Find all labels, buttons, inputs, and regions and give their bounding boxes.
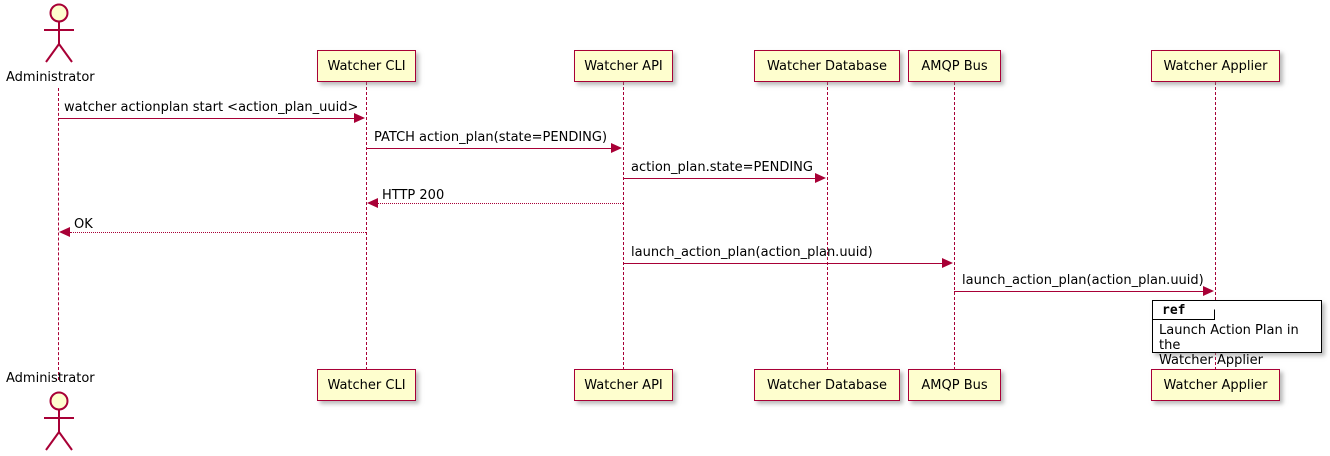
lifeline-watcher-cli <box>366 82 367 370</box>
message-line-4 <box>378 203 623 204</box>
participant-watcher-cli-top[interactable]: Watcher CLI <box>317 50 416 82</box>
actor-administrator-top <box>36 2 82 64</box>
actor-administrator-bottom <box>36 390 82 452</box>
participant-watcher-database-bottom[interactable]: Watcher Database <box>754 369 900 401</box>
participant-watcher-applier-top[interactable]: Watcher Applier <box>1151 50 1280 82</box>
ref-fragment-tab-label: ref <box>1162 303 1186 318</box>
ref-fragment-tab: ref <box>1153 301 1215 320</box>
lifeline-watcher-applier <box>1215 82 1216 370</box>
actor-stick-figure-icon <box>44 3 74 63</box>
participant-amqp-bus-bottom[interactable]: AMQP Bus <box>908 369 1001 401</box>
arrow-head-right-icon <box>942 258 953 268</box>
lifeline-amqp-bus <box>954 82 955 370</box>
message-line-7 <box>954 291 1203 292</box>
actor-label-administrator-top: Administrator <box>6 70 95 85</box>
message-line-1 <box>58 118 354 119</box>
actor-stick-figure-icon <box>44 391 74 451</box>
arrow-head-right-icon <box>815 173 826 183</box>
arrow-head-left-icon <box>59 227 70 237</box>
message-label-4: HTTP 200 <box>382 188 445 203</box>
message-label-3: action_plan.state=PENDING <box>631 160 813 175</box>
arrow-head-right-icon <box>611 143 622 153</box>
message-label-1: watcher actionplan start <action_plan_uu… <box>64 100 359 115</box>
actor-label-administrator-bottom: Administrator <box>6 371 95 386</box>
message-line-5 <box>70 232 366 233</box>
lifeline-watcher-api <box>623 82 624 370</box>
ref-fragment: ref Launch Action Plan in the Watcher Ap… <box>1152 300 1322 368</box>
message-label-2: PATCH action_plan(state=PENDING) <box>374 130 608 145</box>
lifeline-watcher-database <box>827 82 828 370</box>
participant-watcher-database-top[interactable]: Watcher Database <box>754 50 900 82</box>
ref-fragment-body-line-1: Launch Action Plan in the <box>1159 323 1299 353</box>
message-label-6: launch_action_plan(action_plan.uuid) <box>631 245 873 260</box>
arrow-head-right-icon <box>1203 286 1214 296</box>
arrow-head-left-icon <box>367 198 378 208</box>
participant-amqp-bus-top[interactable]: AMQP Bus <box>908 50 1001 82</box>
message-label-5: OK <box>74 217 93 232</box>
message-line-3 <box>623 178 815 179</box>
message-line-2 <box>366 148 611 149</box>
participant-watcher-api-bottom[interactable]: Watcher API <box>574 369 673 401</box>
participant-watcher-cli-bottom[interactable]: Watcher CLI <box>317 369 416 401</box>
lifeline-administrator <box>58 88 59 380</box>
ref-fragment-body: Launch Action Plan in the Watcher Applie… <box>1159 323 1317 368</box>
participant-watcher-applier-bottom[interactable]: Watcher Applier <box>1151 369 1280 401</box>
arrow-head-right-icon <box>354 113 365 123</box>
message-label-7: launch_action_plan(action_plan.uuid) <box>962 273 1204 288</box>
ref-fragment-body-line-2: Watcher Applier <box>1159 353 1263 368</box>
participant-watcher-api-top[interactable]: Watcher API <box>574 50 673 82</box>
message-line-6 <box>623 263 942 264</box>
